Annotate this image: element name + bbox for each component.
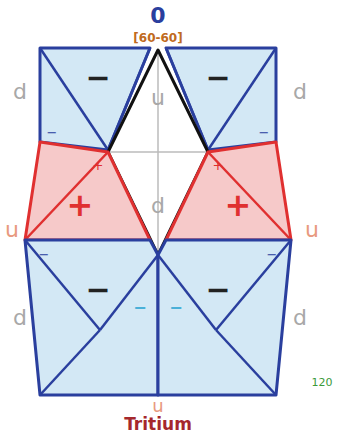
small-sign: − — [39, 248, 50, 261]
panel-shape — [158, 240, 291, 395]
panel-shape — [25, 240, 158, 395]
caption: Tritium — [124, 416, 192, 433]
charge-sign: − — [205, 63, 230, 93]
quark-label: d — [13, 307, 27, 329]
small-sign: − — [259, 126, 270, 139]
charge-sign: u — [151, 87, 165, 109]
small-sign: − — [133, 300, 146, 316]
small-sign: − — [47, 126, 58, 139]
left-red-panel: + — [25, 142, 150, 240]
angle-label: [60-60] — [133, 32, 182, 44]
quark-label: d — [293, 307, 307, 329]
charge-sign: − — [85, 275, 110, 305]
charge-sign: − — [205, 275, 230, 305]
quark-label: u — [152, 397, 163, 415]
small-sign: − — [267, 248, 278, 261]
small-sign: + — [213, 159, 224, 172]
small-sign: − — [169, 300, 182, 316]
bottom-left-panel: − — [25, 240, 158, 395]
charge-sign: + — [225, 189, 252, 221]
quark-label: u — [305, 219, 319, 241]
charge-sign: d — [151, 195, 165, 217]
angle-label: 120 — [312, 377, 333, 388]
quark-label: d — [13, 81, 27, 103]
right-red-panel: + — [166, 142, 291, 240]
charge-sign: − — [85, 63, 110, 93]
quark-label: u — [5, 219, 19, 241]
small-sign: + — [93, 159, 104, 172]
bottom-right-panel: − — [158, 240, 291, 395]
quark-label: d — [293, 81, 307, 103]
charge-sign: + — [67, 189, 94, 221]
title: 0 — [150, 5, 165, 27]
